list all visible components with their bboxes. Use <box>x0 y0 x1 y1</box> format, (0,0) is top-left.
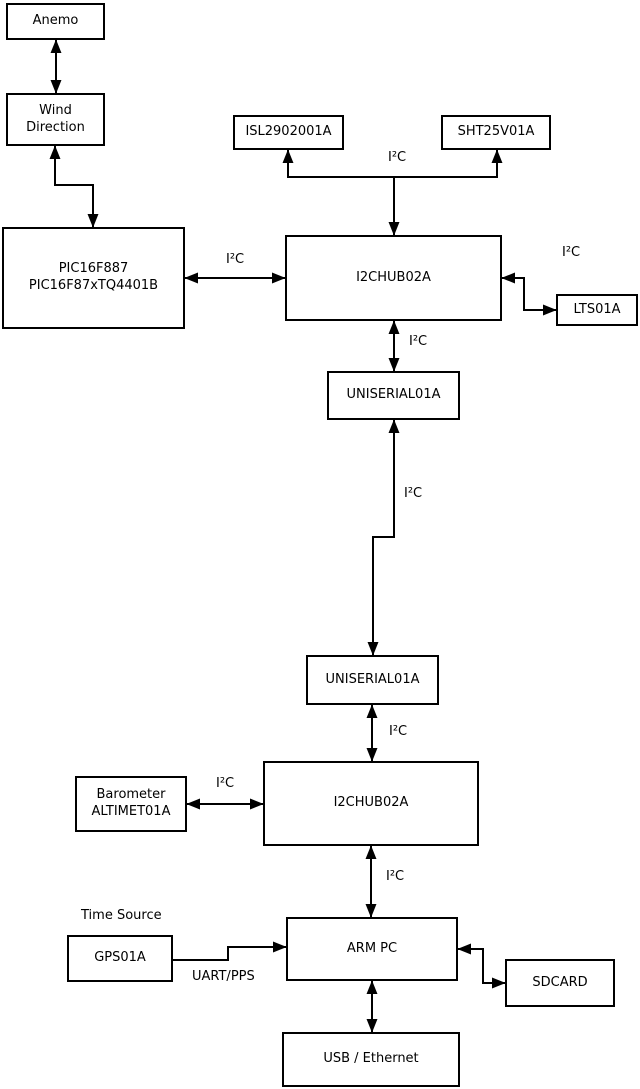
node-pic16f887: PIC16F887 PIC16F87xTQ4401B <box>2 227 185 329</box>
edge-label-i2c-hub1-lts: I²C <box>562 245 581 260</box>
node-wind-direction: Wind Direction <box>6 93 105 146</box>
edge-label-i2c-uniserial-link: I²C <box>404 486 423 501</box>
edge-gps-armpc <box>173 941 287 961</box>
edge-i2chub-top-lts <box>501 272 557 316</box>
edge-uniserial-link <box>367 419 400 656</box>
edge-label-i2c-uniserial-hub2: I²C <box>389 724 408 739</box>
edge-winddirection-pic <box>49 145 99 228</box>
node-barometer-altimet01a: Barometer ALTIMET01A <box>75 776 187 832</box>
node-arm-pc: ARM PC <box>286 917 458 981</box>
node-anemo: Anemo <box>6 3 105 40</box>
edge-label-i2c-hub1-uniserial: I²C <box>409 334 428 349</box>
edge-bus-isl <box>282 149 394 178</box>
edge-armpc-sdcard <box>457 943 506 989</box>
node-gps01a: GPS01A <box>67 935 173 982</box>
node-isl2902001a: ISL2902001A <box>233 115 344 150</box>
edge-bus-sht <box>394 149 503 178</box>
node-sht25v01a: SHT25V01A <box>441 115 551 150</box>
edge-label-i2c-pic-hub1: I²C <box>226 252 245 267</box>
node-i2chub02a-top: I2CHUB02A <box>285 235 502 321</box>
node-uniserial01a-top: UNISERIAL01A <box>327 371 460 420</box>
node-usb-ethernet: USB / Ethernet <box>282 1032 460 1087</box>
edge-label-i2c-hub2-armpc: I²C <box>386 869 405 884</box>
edge-label-time-source: Time Source <box>81 908 162 923</box>
node-i2chub02a-bottom: I2CHUB02A <box>263 761 479 846</box>
node-uniserial01a-bottom: UNISERIAL01A <box>306 655 439 705</box>
edge-label-uart-pps: UART/PPS <box>192 969 255 984</box>
node-sdcard: SDCARD <box>505 959 615 1007</box>
edge-label-i2c-sensor-bus: I²C <box>388 150 407 165</box>
node-lts01a: LTS01A <box>556 294 638 326</box>
edge-label-i2c-barometer-hub2: I²C <box>216 776 235 791</box>
